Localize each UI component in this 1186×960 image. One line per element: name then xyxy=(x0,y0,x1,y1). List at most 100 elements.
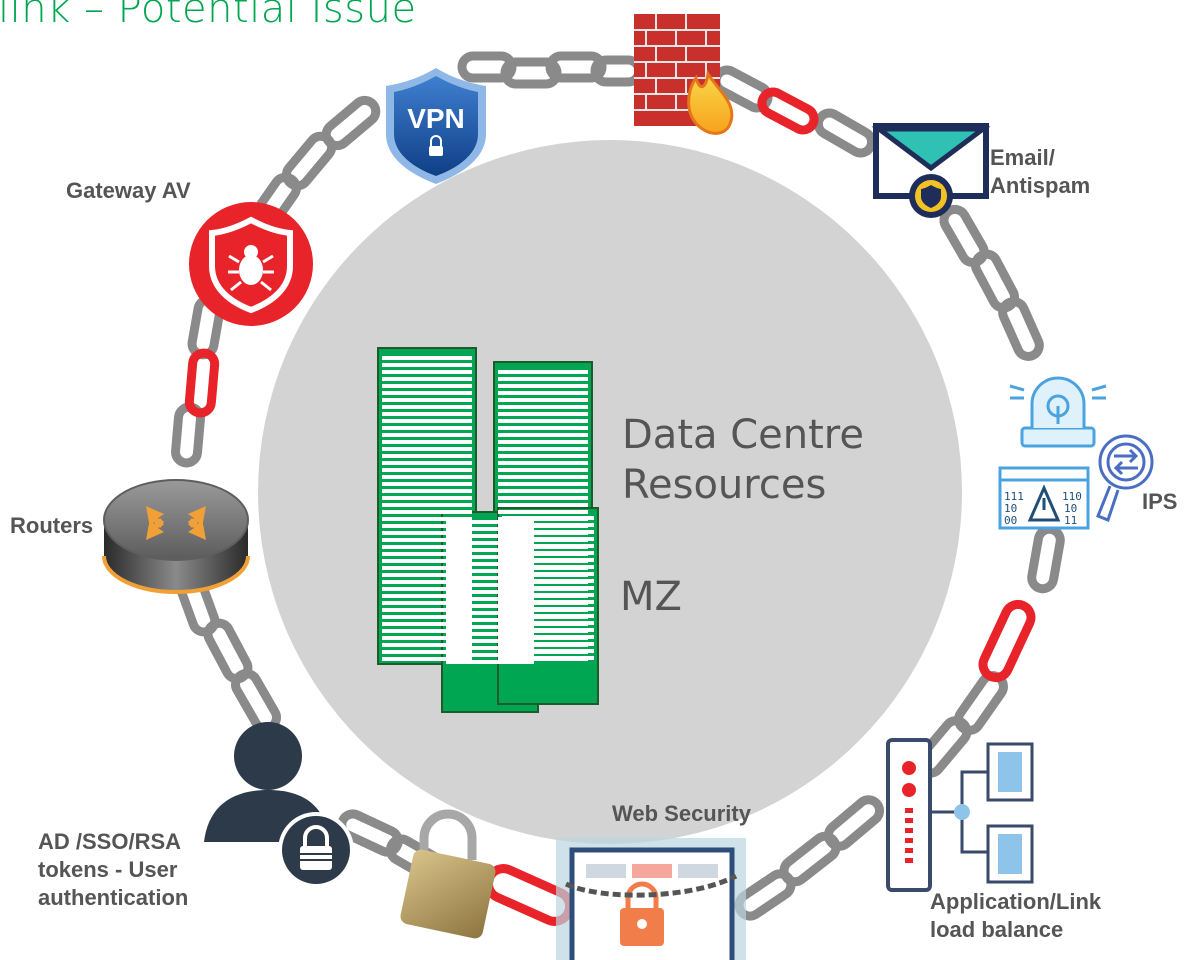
rack-slot xyxy=(502,656,594,660)
rack-slot xyxy=(382,489,472,493)
rack-slot xyxy=(382,447,472,451)
rack-slot xyxy=(502,614,594,618)
rack-slot xyxy=(498,447,588,451)
rack-slot xyxy=(382,587,472,591)
rack-slot xyxy=(382,517,472,521)
rack-slot xyxy=(446,555,534,559)
rack-slot xyxy=(382,531,472,535)
data-centre-circle xyxy=(258,140,962,844)
rack-slot xyxy=(498,461,588,465)
rack-slot xyxy=(446,520,534,524)
svg-text:10: 10 xyxy=(1004,502,1017,515)
vpn-shield-icon: VPN xyxy=(386,68,486,184)
rack-slot xyxy=(502,537,594,541)
rack-slot xyxy=(498,433,588,437)
firewall-icon xyxy=(634,14,734,135)
rack-slot xyxy=(498,370,588,374)
rack-slot xyxy=(502,516,594,520)
chain-link xyxy=(545,51,607,83)
rack-slot xyxy=(502,628,594,632)
rack-slot xyxy=(446,590,534,594)
chain-link xyxy=(998,297,1044,361)
ips-alarm-icon xyxy=(1009,376,1107,448)
rack-slot xyxy=(498,391,588,395)
rack-slot xyxy=(382,657,472,661)
data-centre-line2: Resources xyxy=(622,462,827,508)
rack-slot xyxy=(382,580,472,584)
chain-link xyxy=(337,809,403,857)
rack-slot xyxy=(498,475,588,479)
rack-slot xyxy=(446,597,534,601)
rack-slot xyxy=(382,391,472,395)
email-antispam-label: Email/ Antispam xyxy=(990,144,1090,200)
rack-slot xyxy=(446,625,534,629)
rack-slot xyxy=(502,600,594,604)
rack-slot xyxy=(446,583,534,587)
rack-slot xyxy=(382,405,472,409)
rack-slot xyxy=(382,496,472,500)
rack-slot xyxy=(446,541,534,545)
rack-slot xyxy=(502,649,594,653)
rack-slot xyxy=(498,426,588,430)
rack-slot xyxy=(382,510,472,514)
gateway-av-bug-icon xyxy=(189,202,313,326)
rack-slot xyxy=(446,569,534,573)
rack-slot xyxy=(382,601,472,605)
rack-slot xyxy=(382,594,472,598)
rack-slot xyxy=(502,530,594,534)
rack-slot xyxy=(498,440,588,444)
rack-slot xyxy=(446,618,534,622)
chain-link xyxy=(813,108,877,158)
alb-label-line1: Application/Link xyxy=(930,889,1102,914)
padlock-icon xyxy=(400,809,496,939)
rack-slot xyxy=(498,419,588,423)
ips-binary-alert-icon: 111 10 00 110 10 11 xyxy=(998,466,1090,530)
load-balancer-icon xyxy=(886,738,1034,892)
rack-slot xyxy=(382,468,472,472)
rack-slot xyxy=(502,551,594,555)
weak-link xyxy=(757,87,819,135)
rack-slot xyxy=(446,548,534,552)
ips-magnifier-icon xyxy=(1096,434,1154,522)
zone-label: MZ xyxy=(620,574,682,620)
rack-slot xyxy=(382,433,472,437)
rack-slot xyxy=(382,552,472,556)
rack-slot xyxy=(382,426,472,430)
rack-slot xyxy=(382,419,472,423)
router-icon xyxy=(102,479,250,594)
rack-slot xyxy=(382,650,472,654)
ad-sso-label: AD /SSO/RSA tokens - User authentication xyxy=(38,828,188,912)
rack-slot xyxy=(382,370,472,374)
rack-slot xyxy=(498,454,588,458)
rack-slot xyxy=(382,643,472,647)
rack-slot xyxy=(502,621,594,625)
rack-slot xyxy=(382,573,472,577)
rack-slot xyxy=(382,384,472,388)
rack-slot xyxy=(382,482,472,486)
rack-slot xyxy=(382,475,472,479)
rack-slot xyxy=(446,562,534,566)
rack-slot xyxy=(382,629,472,633)
user-lock-icon xyxy=(204,722,354,888)
vpn-text: VPN xyxy=(407,103,465,134)
rack-slot xyxy=(382,412,472,416)
rack-slot xyxy=(382,636,472,640)
data-centre-line1: Data Centre xyxy=(622,412,864,458)
ips-label: IPS xyxy=(1142,489,1178,514)
web-security-label: Web Security xyxy=(612,801,751,826)
rack-slot xyxy=(446,632,534,636)
rack-slot xyxy=(502,586,594,590)
weak-link xyxy=(978,599,1036,683)
email-label-line2: Antispam xyxy=(990,173,1091,198)
rack-slot xyxy=(498,510,588,514)
rack-slot xyxy=(502,523,594,527)
rack-slot xyxy=(502,572,594,576)
rack-slot xyxy=(498,482,588,486)
gateway-av-label: Gateway AV xyxy=(66,178,191,203)
svg-text:00: 00 xyxy=(1004,514,1017,527)
rack-slot xyxy=(502,544,594,548)
rack-slot xyxy=(446,611,534,615)
rack-slot xyxy=(502,579,594,583)
rack-slot xyxy=(498,405,588,409)
ad-label-line1: AD /SSO/RSA xyxy=(38,829,182,854)
